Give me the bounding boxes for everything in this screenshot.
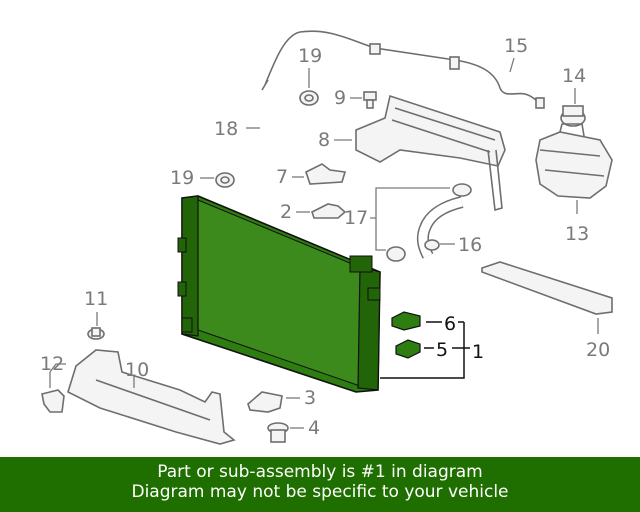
- callout-16: 16: [458, 234, 482, 256]
- part-18-hose: [233, 98, 296, 170]
- part-2-bracket: [311, 203, 347, 219]
- part-16-hose: [416, 196, 464, 259]
- callout-3: 3: [304, 387, 316, 409]
- footer-banner: Part or sub-assembly is #1 in diagram Di…: [0, 457, 640, 512]
- part-19-upper-clamp: [299, 90, 319, 106]
- part-14-cap: [560, 105, 586, 127]
- parts-diagram: 15 19 18 19 9 8 7 2: [40, 30, 613, 445]
- callout-14: 14: [562, 65, 586, 87]
- part-19-lower-clamp: [215, 172, 235, 188]
- callout-11: 11: [84, 288, 108, 310]
- callout-6: 6: [444, 313, 456, 335]
- part-11-pushpin: [87, 327, 105, 340]
- callout-13: 13: [565, 223, 589, 245]
- callout-4: 4: [308, 417, 320, 439]
- part-9-clip: [363, 91, 377, 109]
- callout-17: 17: [344, 207, 368, 229]
- callout-5: 5: [436, 339, 448, 361]
- callout-20: 20: [586, 339, 610, 361]
- part-15-hose: [261, 30, 545, 109]
- callout-7: 7: [276, 166, 288, 188]
- callout-15: 15: [504, 35, 528, 57]
- footer-line-1: Part or sub-assembly is #1 in diagram: [157, 462, 483, 482]
- callout-1: 1: [472, 341, 484, 363]
- part-4-grommet: [267, 422, 289, 443]
- part-10-shield: [67, 349, 236, 445]
- callout-18: 18: [214, 118, 238, 140]
- callout-2: 2: [280, 201, 292, 223]
- callout-19-upper: 19: [298, 45, 322, 67]
- footer-line-2: Diagram may not be specific to your vehi…: [131, 482, 509, 502]
- part-7-bracket: [305, 163, 347, 185]
- callout-12: 12: [40, 353, 64, 375]
- part-3-bracket: [247, 391, 283, 413]
- part-17-clamps: [386, 183, 472, 262]
- callout-9: 9: [334, 87, 346, 109]
- part-5-sensor: [395, 339, 421, 359]
- part-8-baffle: [355, 94, 506, 212]
- leader-17: [370, 187, 450, 251]
- part-12-bracket: [41, 389, 65, 413]
- part-13-reservoir: [535, 123, 613, 199]
- leader-1: [380, 321, 470, 379]
- leader-15: [509, 57, 515, 73]
- callout-19-lower: 19: [170, 167, 194, 189]
- part-20-deflector: [481, 261, 613, 315]
- callout-8: 8: [318, 129, 330, 151]
- callout-10: 10: [125, 359, 149, 381]
- part-6-sensor: [391, 311, 421, 331]
- part-1-radiator: [177, 195, 381, 393]
